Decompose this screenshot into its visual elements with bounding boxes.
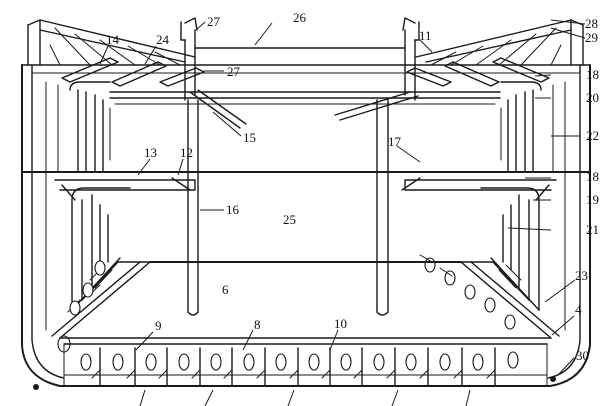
hopper-hole (464, 284, 476, 300)
label-27-top: 27 (207, 14, 221, 29)
label-26: 26 (293, 10, 307, 25)
left-topside-tank (27, 19, 205, 87)
hopper-hole (94, 260, 106, 276)
right-hopper-tank (419, 254, 560, 339)
label-18-lower: 18 (586, 169, 599, 184)
hatch-cross-deck (109, 17, 501, 129)
label-18-upper: 18 (586, 67, 599, 82)
label-20: 20 (586, 90, 599, 105)
label-14: 14 (106, 32, 120, 47)
bilge-keel-right (550, 376, 556, 382)
hopper-hole (424, 257, 436, 273)
label-22: 22 (586, 128, 599, 143)
label-21: 21 (586, 222, 599, 237)
label-27-mid: 27 (227, 64, 241, 79)
mid-level-brackets (54, 177, 557, 201)
label-8: 8 (254, 317, 261, 332)
label-30: 30 (576, 348, 589, 363)
label-4: 4 (575, 302, 582, 317)
upper-side-frames (45, 81, 566, 331)
hopper-hole (82, 282, 94, 298)
label-25: 25 (283, 212, 296, 227)
label-12: 12 (180, 145, 193, 160)
double-bottom-floors (63, 343, 548, 387)
label-10: 10 (334, 316, 347, 331)
hopper-hole (69, 300, 81, 316)
label-23: 23 (575, 268, 588, 283)
label-9: 9 (155, 318, 162, 333)
hopper-hole (444, 270, 456, 286)
lower-side-frames-left (71, 187, 151, 311)
bilge-keel-left (33, 384, 39, 390)
label-11: 11 (419, 28, 432, 43)
pillars (187, 99, 389, 316)
lower-side-frames-right (460, 187, 540, 311)
label-29: 29 (585, 30, 598, 45)
label-16: 16 (226, 202, 240, 217)
inner-bottom (59, 261, 552, 345)
leader-lines (99, 19, 586, 406)
label-24: 24 (156, 32, 170, 47)
callout-labels: 26 27 27 28 29 11 14 24 18 20 15 22 17 1… (106, 10, 599, 363)
label-6: 6 (222, 282, 229, 297)
outer-hull (21, 64, 591, 387)
label-28: 28 (585, 16, 598, 31)
label-19: 19 (586, 192, 599, 207)
label-17: 17 (388, 134, 402, 149)
label-15: 15 (243, 130, 256, 145)
right-topside-tank (406, 19, 584, 87)
label-13: 13 (144, 145, 157, 160)
hopper-hole (484, 297, 496, 313)
hopper-hole (504, 314, 516, 330)
